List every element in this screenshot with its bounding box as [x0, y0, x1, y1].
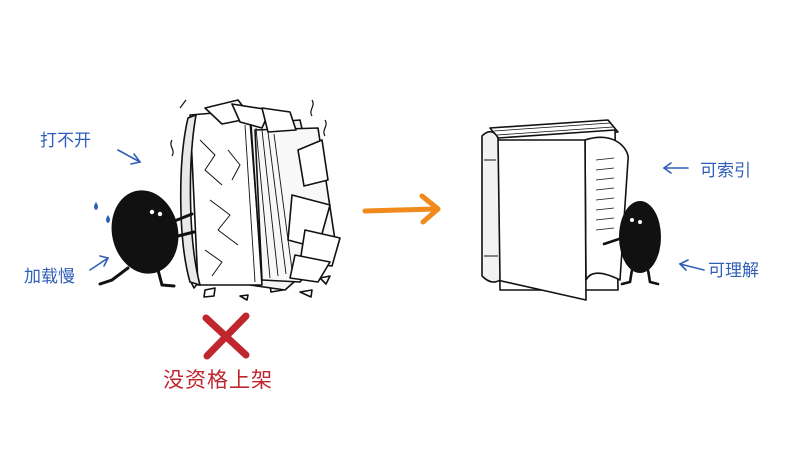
pushing-character	[94, 190, 196, 288]
label-cannot-open: 打不开	[40, 131, 91, 151]
transform-arrow-icon	[362, 193, 441, 225]
reading-character	[602, 201, 661, 286]
reject-cross-icon	[202, 312, 250, 360]
label-not-qualified: 没资格上架	[163, 368, 273, 392]
torn-book	[170, 99, 341, 301]
label-indexable: 可索引	[700, 161, 751, 181]
label-understandable: 可理解	[708, 261, 759, 281]
annotation-arrows-right	[662, 162, 705, 271]
annotation-arrows-left	[89, 149, 142, 271]
label-slow-loading: 加载慢	[24, 267, 75, 287]
clean-book	[481, 119, 629, 301]
